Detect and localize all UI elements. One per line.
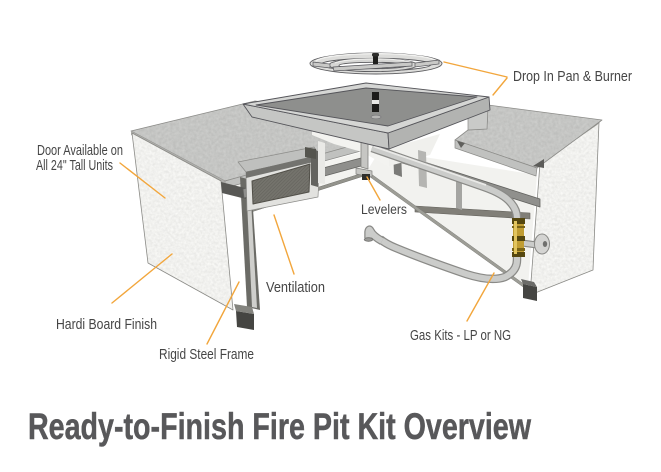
svg-text:Hardi Board Finish: Hardi Board Finish (56, 317, 157, 333)
svg-text:Ventilation: Ventilation (266, 280, 325, 296)
svg-text:Levelers: Levelers (361, 202, 407, 217)
svg-text:Gas Kits - LP or NG: Gas Kits - LP or NG (410, 328, 511, 344)
svg-text:Ready-to-Finish Fire Pit Kit O: Ready-to-Finish Fire Pit Kit Overview (28, 406, 531, 447)
svg-text:Door Available on: Door Available on (37, 143, 123, 159)
svg-text:Drop In Pan & Burner: Drop In Pan & Burner (513, 69, 632, 85)
svg-text:Rigid Steel Frame: Rigid Steel Frame (159, 347, 254, 363)
svg-text:All 24" Tall Units: All 24" Tall Units (36, 158, 113, 174)
